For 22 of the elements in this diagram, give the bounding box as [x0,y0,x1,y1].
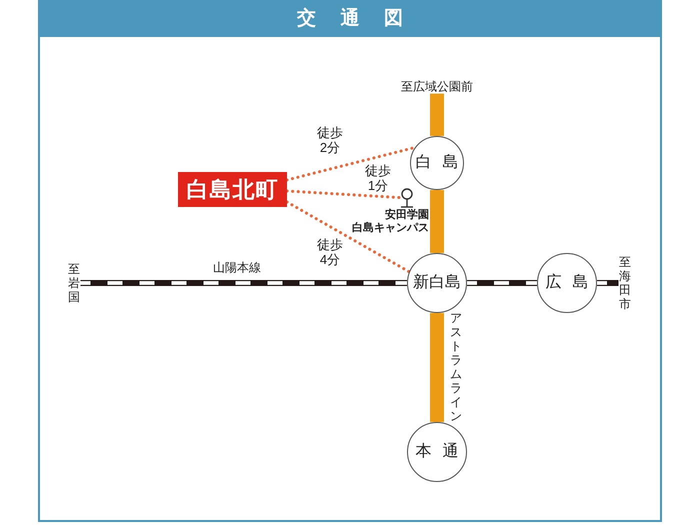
transit-line [430,313,444,422]
station-circle: 白島 [410,136,464,190]
walking-route [286,200,411,274]
station-circle: 新白島 [407,253,467,313]
transit-line [430,94,444,136]
place-name: 白島キャンパス [352,222,429,235]
location-box: 白島北町 [178,172,287,207]
walk-time-label: 徒歩1分 [364,163,392,193]
line-name-label: 山陽本線 [213,260,261,276]
railway-line [80,280,407,286]
map-pin-icon [400,188,414,208]
direction-text: 至岩国 [68,262,80,304]
walk-time-label: 徒歩4分 [316,237,344,267]
station-circle: 広島 [537,253,597,313]
title-text: 交通図 [296,6,428,30]
station-circle: 本通 [407,422,467,482]
direction-text: 至海田市 [618,255,632,311]
transit-line [430,190,444,253]
place-name: 安田学園 [385,209,429,222]
direction-text: 至広域公園前 [401,80,473,94]
line-name-label: アストラムライン [450,311,462,423]
walking-route [286,190,402,200]
